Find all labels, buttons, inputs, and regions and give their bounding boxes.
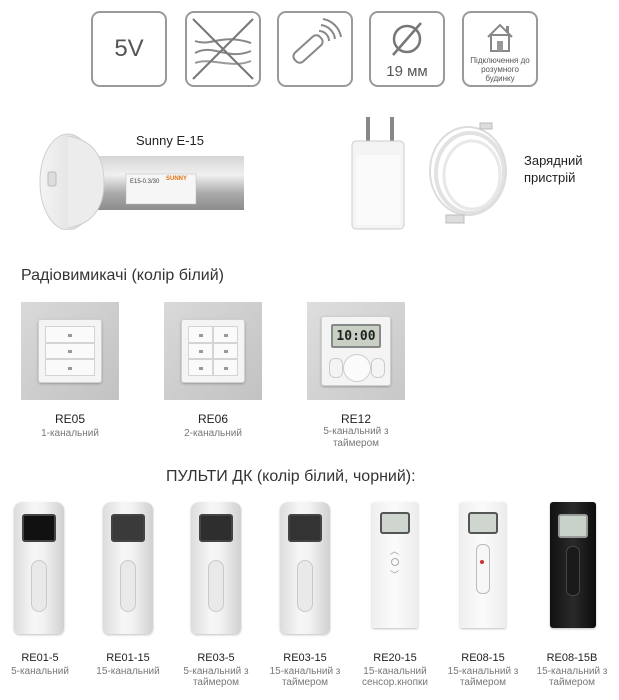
remote-re08-15-photo	[460, 502, 506, 628]
smart-home-label: Підключення до розумного будинку	[470, 56, 530, 83]
remote-re01-5-model: RE01-5	[21, 652, 59, 664]
voltage-5v-icon: 5V	[91, 11, 167, 87]
switch-re06-model: RE06	[197, 412, 229, 426]
remote-re08-15b-photo	[550, 502, 596, 628]
diameter-label: 19 мм	[386, 63, 428, 80]
switch-re12-model: RE12	[340, 412, 372, 426]
remote-re03-15-photo	[280, 502, 330, 634]
remote-re08-15-model: RE08-15	[461, 652, 505, 664]
no-wires-icon	[185, 11, 261, 87]
remotes-title: ПУЛЬТИ ДК (колір білий, чорний):	[166, 468, 416, 485]
remote-re20-15-photo: ︿ ﹀	[372, 502, 418, 628]
charger-photo	[348, 115, 518, 233]
switch-re05-photo	[21, 302, 119, 400]
remote-re01-15-photo	[103, 502, 153, 634]
remote-re01-15-desc: 15-канальний	[96, 666, 160, 677]
switch-re12-photo: 10:00	[307, 302, 405, 400]
remote-re03-5-desc: 5-канальний з таймером	[183, 666, 249, 688]
switches-title: Радіовимикачі (колір білий)	[21, 267, 224, 284]
remote-re01-15-model: RE01-15	[106, 652, 150, 664]
remote-re08-15b-model: RE08-15B	[546, 652, 598, 664]
chevron-up-icon: ︿	[390, 546, 400, 556]
remote-re03-15-desc: 15-канальний з таймером	[269, 666, 341, 688]
charger-label: Зарядний пристрій	[524, 153, 583, 185]
remote-re20-15-desc: 15-канальний сенсор.кнопки	[362, 666, 428, 688]
timer-display: 10:00	[336, 329, 376, 344]
chevron-down-icon: ﹀	[390, 570, 400, 580]
remote-re03-15-model: RE03-15	[283, 652, 327, 664]
remote-re01-5-photo	[14, 502, 64, 634]
smart-home-icon: Підключення до розумного будинку	[462, 11, 538, 87]
motor-brand: SUNNY	[166, 176, 188, 182]
remote-re03-5-photo	[191, 502, 241, 634]
switch-re12-desc: 5-канальний з таймером	[323, 426, 389, 449]
motor-label: Sunny E-15	[136, 133, 204, 148]
remote-re20-15-model: RE20-15	[373, 652, 417, 664]
motor-model-print: E15-0.3/30	[130, 179, 160, 185]
remote-re08-15b-desc: 15-канальний з таймером	[536, 666, 608, 688]
diameter-icon: 19 мм	[369, 11, 445, 87]
remote-re03-5-model: RE03-5	[197, 652, 235, 664]
voltage-label: 5V	[114, 35, 144, 62]
remote-control-icon	[277, 11, 353, 87]
remote-re01-5-desc: 5-канальний	[11, 666, 69, 677]
switch-re06-desc: 2-канальний	[184, 428, 242, 439]
stop-icon	[391, 558, 399, 566]
switch-re06-photo	[164, 302, 262, 400]
switch-re05-model: RE05	[54, 412, 86, 426]
remote-re08-15-desc: 15-канальний з таймером	[447, 666, 519, 688]
motor-photo: E15-0.3/30 SUNNY	[34, 122, 244, 231]
switch-re05-desc: 1-канальний	[41, 428, 99, 439]
